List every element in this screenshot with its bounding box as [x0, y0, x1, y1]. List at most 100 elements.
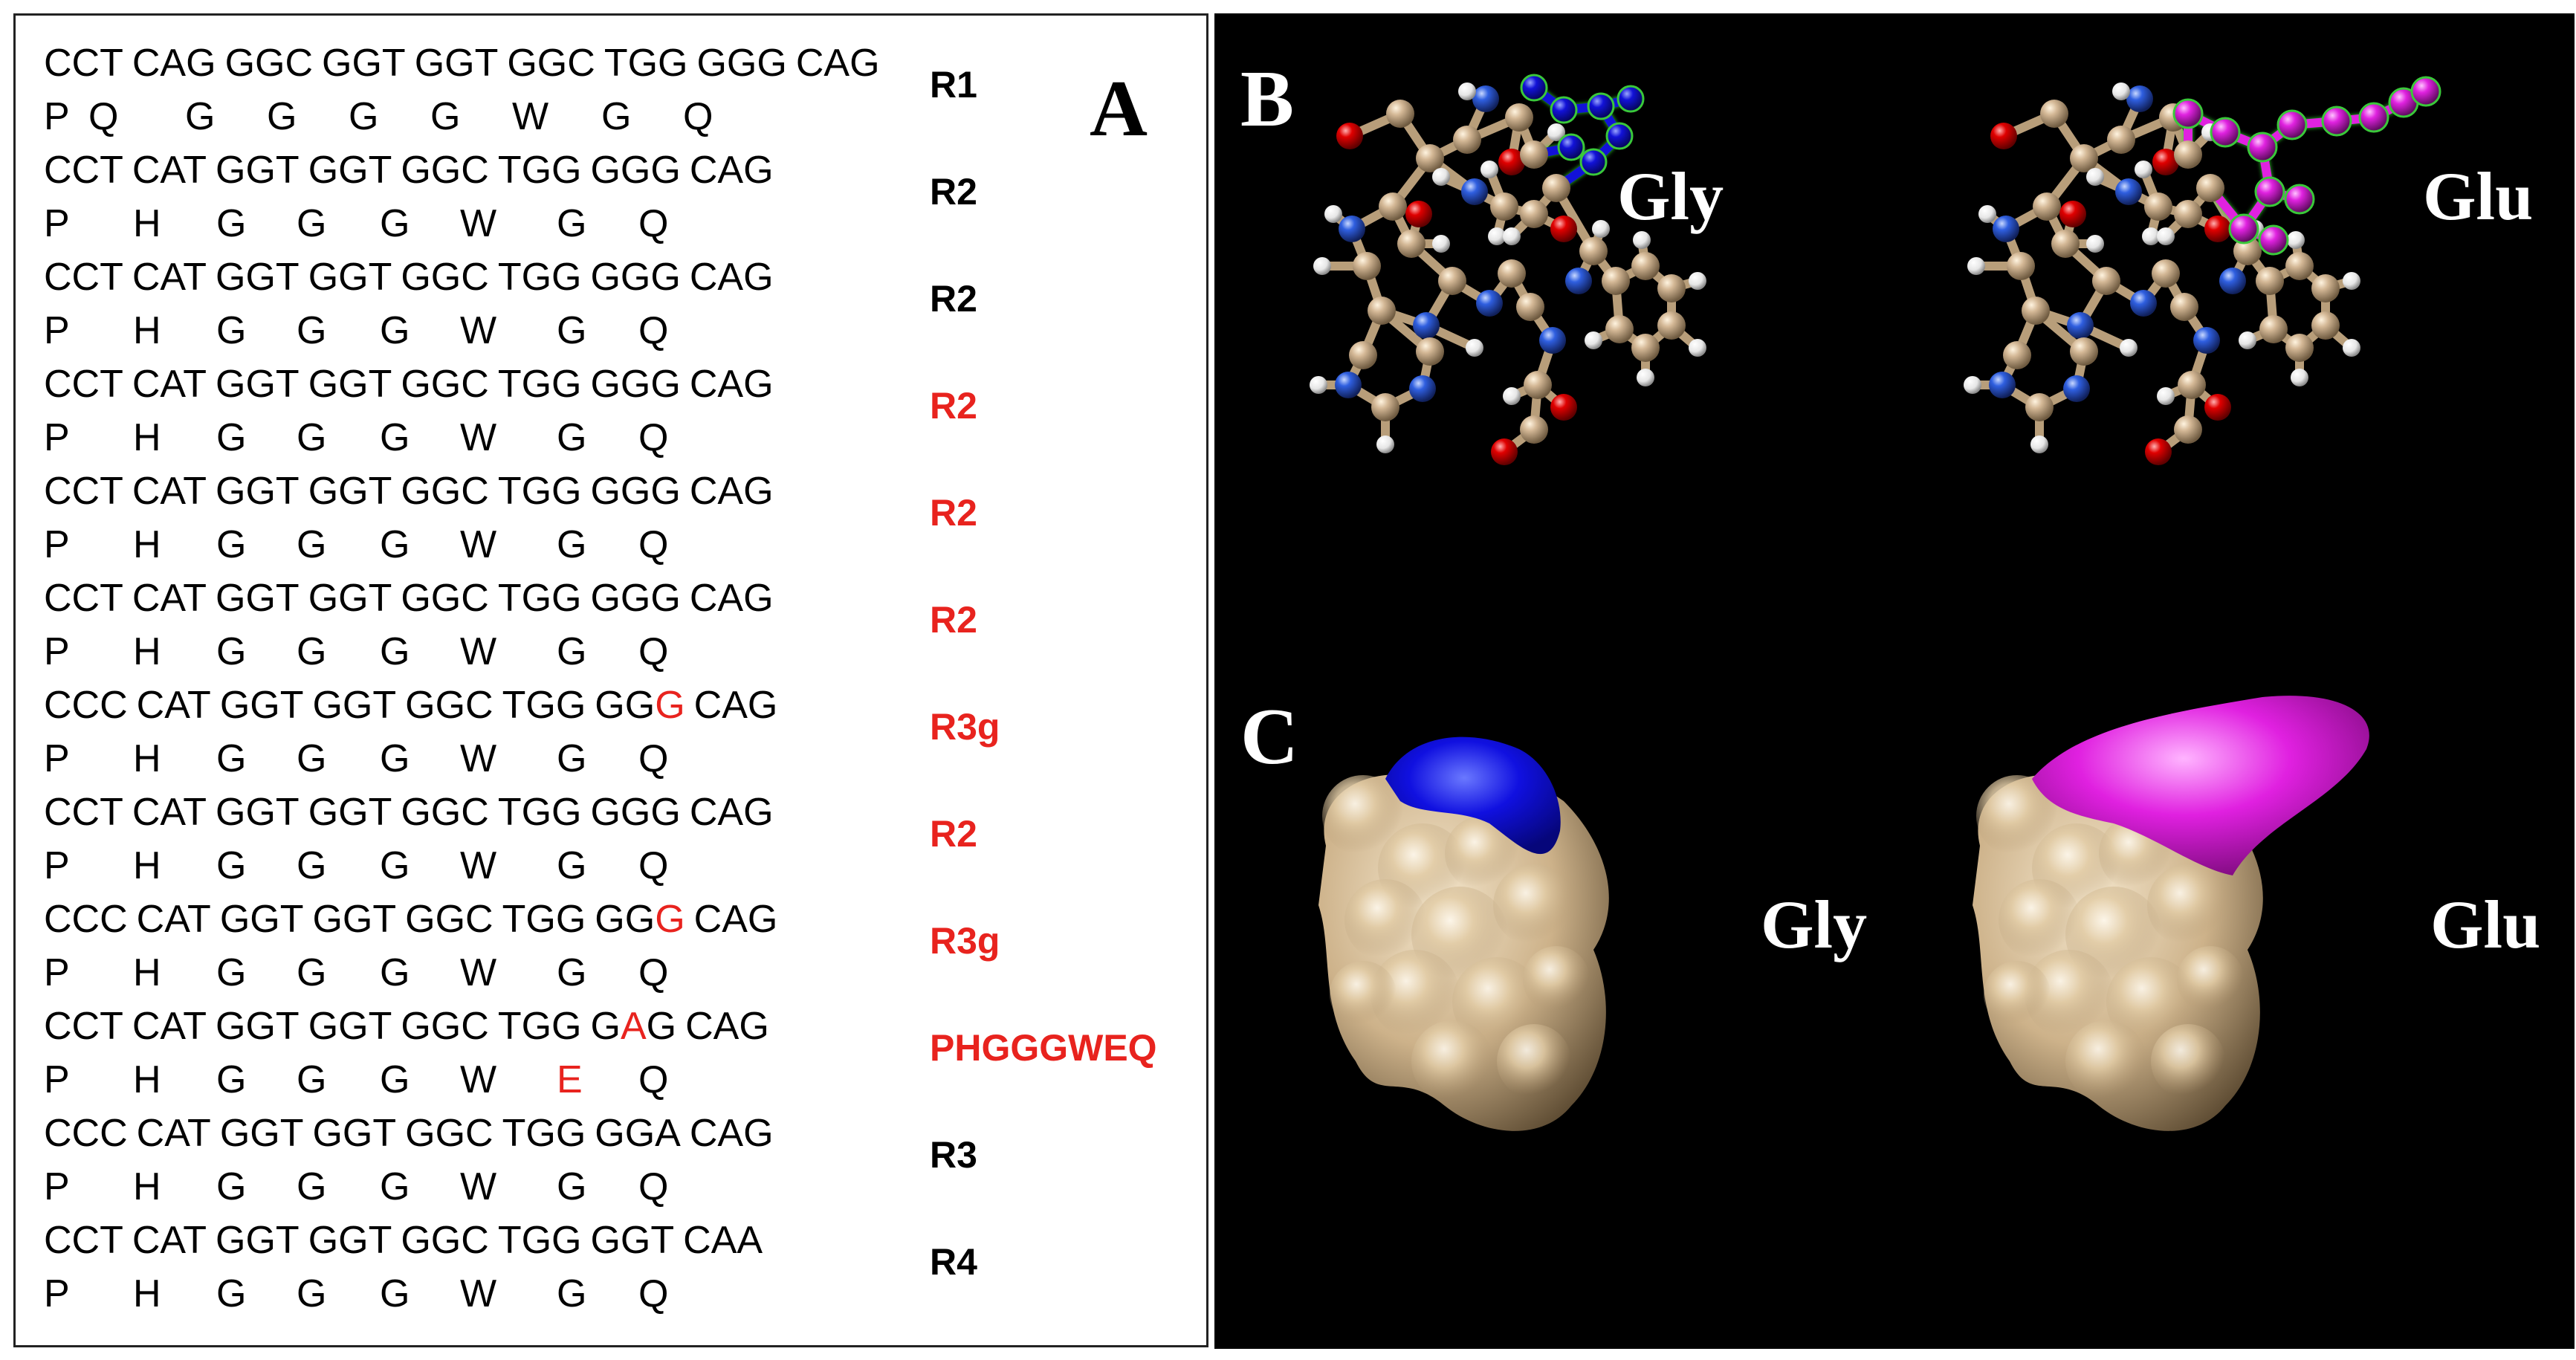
repeat-label: R2: [930, 813, 977, 855]
amino-acid: G: [216, 1058, 247, 1101]
amino-acid: Q: [638, 844, 669, 887]
amino-acid: W: [460, 309, 497, 352]
codon: TGG: [497, 149, 582, 192]
codon: CCT: [44, 1219, 123, 1262]
amino-acid: Q: [638, 1272, 669, 1315]
codon: CCT: [44, 363, 123, 406]
codon: GGT: [308, 791, 392, 834]
amino-acid: P: [44, 1272, 70, 1315]
codon: CAG: [689, 256, 774, 299]
amino-acid: W: [460, 523, 497, 566]
codon: GGG: [595, 684, 685, 727]
amino-acid: G: [430, 95, 461, 138]
codon: GGT: [216, 1219, 300, 1262]
amino-acid: Q: [638, 309, 669, 352]
amino-acid: G: [380, 1058, 410, 1101]
codon: GGT: [219, 898, 304, 941]
panel-letter-c: C: [1240, 693, 1298, 781]
codon: TGG: [603, 42, 688, 85]
codon: TGG: [502, 684, 586, 727]
amino-acid: H: [133, 1165, 161, 1208]
codon: CCT: [44, 149, 123, 192]
amino-acid: G: [557, 1272, 587, 1315]
codon: GGT: [308, 363, 392, 406]
codon: CCT: [44, 470, 123, 513]
codon: CAG: [689, 791, 774, 834]
codon: CCT: [44, 1005, 123, 1048]
codon: GGC: [401, 577, 489, 620]
codon: TGG: [497, 791, 582, 834]
codon: CAG: [132, 42, 216, 85]
amino-acid: G: [557, 523, 587, 566]
codon: GGT: [312, 1112, 397, 1155]
codon: CCC: [44, 684, 128, 727]
codon: CAG: [693, 684, 778, 727]
amino-acid: G: [557, 1165, 587, 1208]
amino-acid: G: [380, 523, 410, 566]
codon: TGG: [497, 470, 582, 513]
repeat-label: PHGGGWEQ: [930, 1027, 1157, 1069]
amino-acid: W: [460, 630, 497, 673]
amino-acid: H: [133, 202, 161, 245]
amino-acid: G: [297, 951, 327, 994]
codon: CAT: [136, 898, 211, 941]
amino-acid: Q: [638, 1058, 669, 1101]
codon: CAT: [132, 363, 207, 406]
codon: TGG: [497, 363, 582, 406]
codon: GGT: [216, 363, 300, 406]
codon: GGC: [401, 1005, 489, 1048]
amino-acid: P: [44, 95, 70, 138]
repeat-label: R4: [930, 1241, 977, 1283]
codon: CAG: [689, 149, 774, 192]
amino-acid: P: [44, 630, 70, 673]
codon: TGG: [497, 577, 582, 620]
amino-acid: P: [44, 416, 70, 459]
amino-acid: Q: [638, 951, 669, 994]
codon: GGC: [401, 791, 489, 834]
amino-acid: G: [557, 630, 587, 673]
codon: CAT: [132, 791, 207, 834]
codon: GGG: [590, 791, 681, 834]
amino-acid: G: [557, 737, 587, 780]
amino-acid: G: [216, 844, 247, 887]
codon: CAT: [136, 684, 211, 727]
codon: GGT: [322, 42, 406, 85]
amino-acid: W: [460, 737, 497, 780]
codon: GGC: [405, 1112, 493, 1155]
codon: GGC: [401, 363, 489, 406]
codon: GGT: [308, 470, 392, 513]
codon: GGC: [401, 149, 489, 192]
codon: GGT: [308, 1219, 392, 1262]
repeat-label: R2: [930, 278, 977, 320]
amino-acid: G: [380, 630, 410, 673]
repeat-label: R3g: [930, 706, 1000, 748]
amino-acid: G: [216, 951, 247, 994]
amino-acid: W: [460, 951, 497, 994]
amino-acid: H: [133, 951, 161, 994]
repeat-label: R2: [930, 599, 977, 641]
codon: CAT: [132, 1005, 207, 1048]
amino-acid: G: [297, 737, 327, 780]
codon: CCC: [44, 898, 128, 941]
amino-acid: H: [133, 844, 161, 887]
amino-acid: G: [216, 630, 247, 673]
codon: GGT: [308, 1005, 392, 1048]
amino-acid: Q: [638, 416, 669, 459]
codon: GGG: [590, 577, 681, 620]
codon: CAG: [795, 42, 880, 85]
amino-acid: P: [44, 1165, 70, 1208]
codon: GGG: [696, 42, 787, 85]
repeat-label: R3: [930, 1134, 977, 1176]
gly-ball-stick-model: [1310, 74, 1706, 465]
amino-acid: W: [512, 95, 549, 138]
codon: GGT: [216, 577, 300, 620]
amino-acid: W: [460, 1165, 497, 1208]
amino-acid: P: [44, 523, 70, 566]
